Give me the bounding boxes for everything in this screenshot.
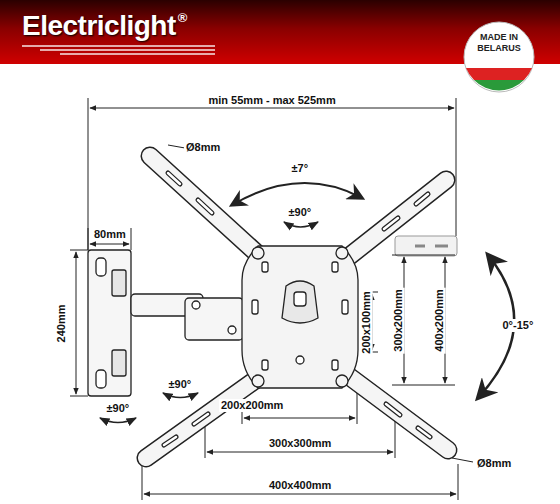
- dimension-label: 80mm: [92, 228, 128, 241]
- origin-badge: MADE IN BELARUS: [462, 20, 536, 94]
- tv-plate: [242, 246, 358, 388]
- mount-arms: [146, 156, 448, 458]
- logo-lines: [22, 46, 215, 54]
- dimension-label: 200x200mm: [219, 399, 285, 412]
- dimension-label: ±7°: [290, 162, 311, 175]
- dimension-label: 0°-15°: [501, 319, 536, 332]
- dimension-label: Ø8mm: [475, 457, 513, 470]
- dimension-label: 200x100mm: [360, 289, 373, 355]
- dimension-label: ±90°: [287, 206, 314, 219]
- registered-mark: ®: [178, 10, 188, 25]
- dimension-label: 400x400mm: [267, 479, 333, 492]
- dimension-label: 300x300mm: [267, 437, 333, 450]
- rotation-arrows: [100, 183, 514, 422]
- wall-plate: [88, 250, 243, 396]
- dimension-label: Ø8mm: [184, 141, 222, 154]
- ghost-arm: [395, 236, 457, 256]
- brand-logo: Electriclight: [22, 10, 176, 42]
- dimension-label: 240mm: [55, 302, 68, 344]
- dimension-lines: [70, 98, 473, 500]
- dimension-label: min 55mm - max 525mm: [207, 94, 338, 107]
- dimension-label: ±90°: [105, 402, 132, 415]
- badge-outline: [462, 20, 536, 94]
- badge-text: MADE IN BELARUS: [472, 32, 526, 54]
- dimension-label: ±90°: [167, 378, 194, 391]
- dimension-label: 400x200mm: [433, 287, 446, 353]
- dimension-label: 300x200mm: [392, 287, 405, 353]
